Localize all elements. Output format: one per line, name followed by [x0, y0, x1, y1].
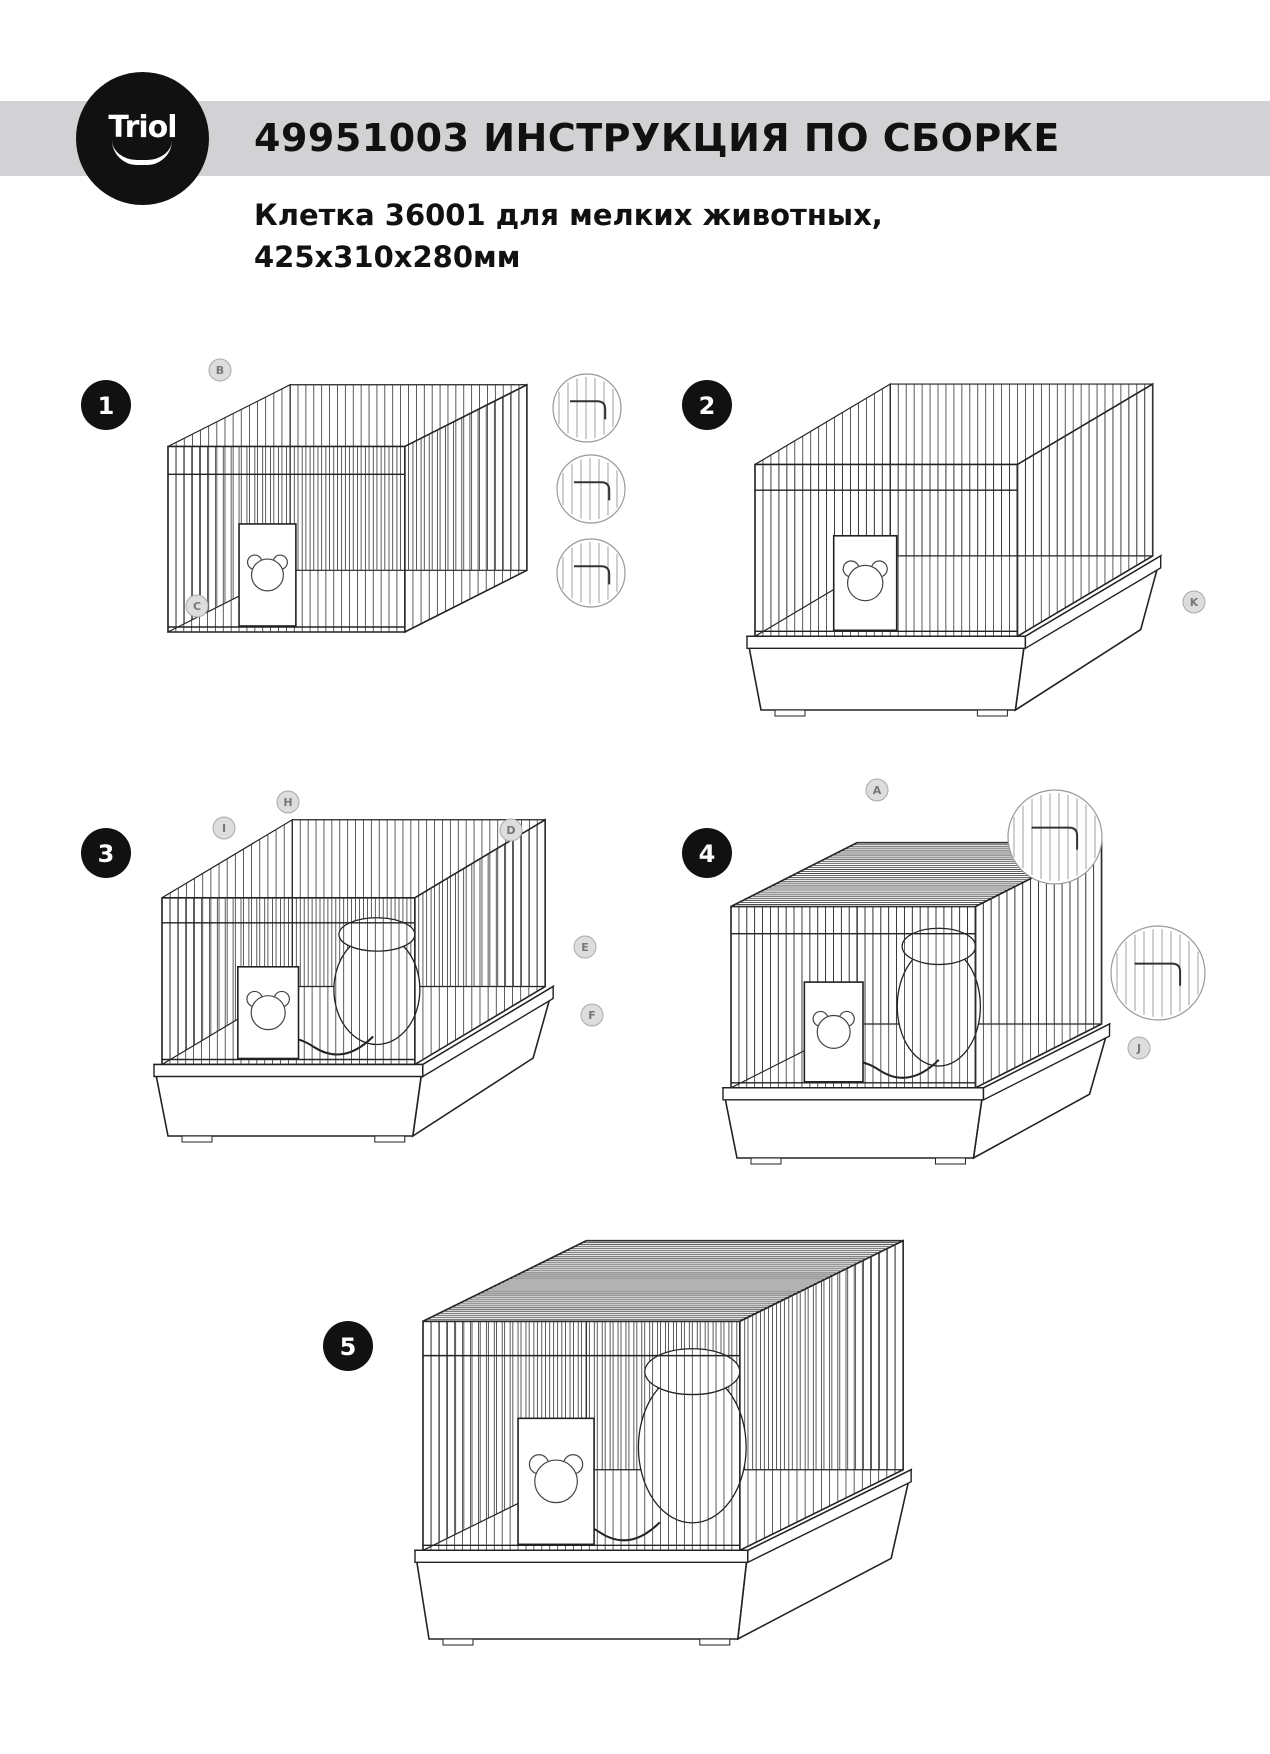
svg-text:C: C	[193, 600, 201, 613]
wheel-and-house	[262, 917, 421, 1058]
triol-logo: Triol	[76, 72, 209, 205]
door	[803, 981, 864, 1083]
cage-step-2	[746, 382, 1162, 717]
detail-magnifier	[552, 373, 622, 443]
door	[517, 1417, 595, 1546]
door	[237, 966, 300, 1060]
base-tray	[746, 554, 1162, 717]
svg-text:5: 5	[340, 1333, 357, 1361]
svg-text:1: 1	[98, 392, 115, 420]
part-label-f: F	[580, 1003, 604, 1027]
product-subtitle: Клетка 36001 для мелких животных,	[254, 198, 883, 232]
left-panel	[161, 818, 293, 1066]
cage-step-1	[167, 383, 528, 634]
svg-text:4: 4	[699, 840, 716, 868]
part-label-e: E	[573, 935, 597, 959]
svg-text:A: A	[873, 784, 882, 797]
part-label-j: J	[1127, 1036, 1151, 1060]
right-panel	[1016, 382, 1154, 638]
logo-smile-icon	[112, 140, 172, 165]
cage-step-3	[153, 818, 555, 1143]
svg-text:F: F	[588, 1009, 596, 1022]
part-label-b: B	[208, 358, 232, 382]
document-title: 49951003 ИНСТРУКЦИЯ ПО СБОРКЕ	[254, 116, 1060, 160]
step-4-marker: 4	[682, 828, 732, 878]
door	[238, 523, 297, 627]
part-label-a: A	[865, 778, 889, 802]
bear-head-icon	[250, 995, 286, 1031]
step-1-marker: 1	[81, 380, 131, 430]
svg-text:J: J	[1136, 1042, 1141, 1055]
part-label-c: C	[185, 594, 209, 618]
part-label-h: H	[276, 790, 300, 814]
bear-head-icon	[846, 564, 884, 602]
cage-step-4	[722, 841, 1111, 1165]
bear-head-icon	[534, 1459, 578, 1504]
bear-head-icon	[250, 558, 284, 592]
cage-step-5	[414, 1239, 913, 1646]
svg-text:2: 2	[699, 392, 716, 420]
step-3-marker: 3	[81, 828, 131, 878]
detail-magnifier	[556, 454, 626, 524]
bear-head-icon	[816, 1014, 851, 1049]
part-label-k: K	[1182, 590, 1206, 614]
back-panel	[291, 819, 546, 988]
roof-panel	[422, 1239, 904, 1323]
door	[832, 534, 898, 632]
product-dimensions: 425x310x280мм	[254, 240, 521, 274]
part-label-d: D	[499, 818, 523, 842]
svg-text:E: E	[581, 941, 589, 954]
svg-text:D: D	[506, 824, 515, 837]
right-panel	[413, 818, 546, 1066]
step-2-marker: 2	[682, 380, 732, 430]
svg-text:3: 3	[98, 840, 115, 868]
right-panel	[403, 383, 528, 634]
header-band	[0, 101, 1270, 176]
detail-magnifier	[1110, 925, 1206, 1021]
base-tray	[722, 1022, 1111, 1165]
detail-magnifier	[556, 538, 626, 608]
detail-magnifier	[1007, 789, 1103, 885]
svg-text:K: K	[1190, 596, 1199, 609]
svg-text:B: B	[216, 364, 224, 377]
svg-text:H: H	[283, 796, 292, 809]
base-tray	[153, 984, 555, 1143]
step-5-marker: 5	[323, 1321, 373, 1371]
base-tray	[414, 1468, 913, 1646]
part-label-i: I	[212, 816, 236, 840]
svg-text:I: I	[222, 822, 226, 835]
